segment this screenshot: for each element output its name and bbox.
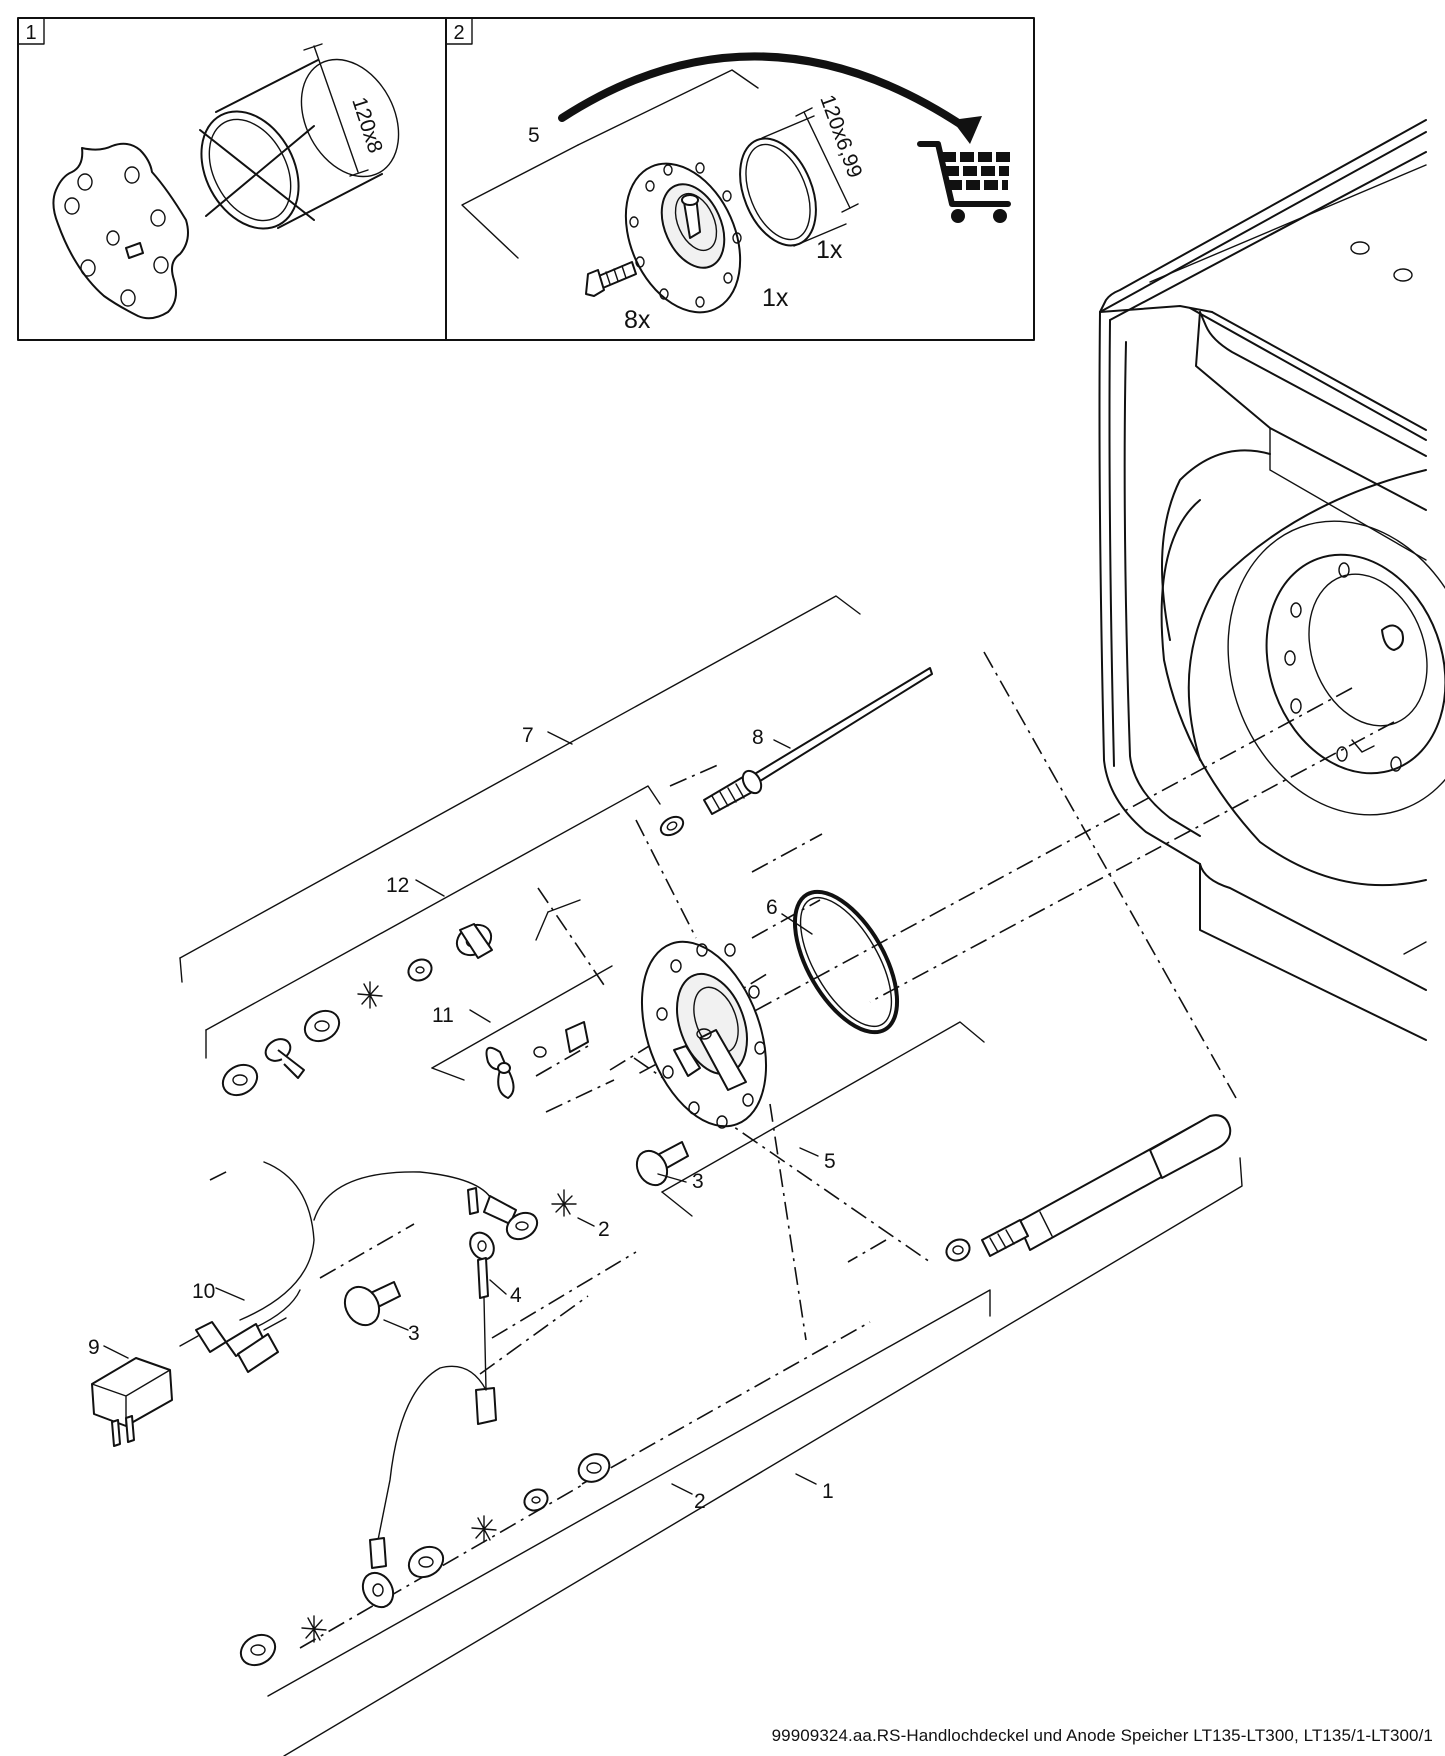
callout-4: 4 bbox=[510, 1284, 522, 1307]
panel-2: 2 5 bbox=[445, 17, 1035, 341]
assembly-centerlines bbox=[209, 651, 1395, 1649]
storage-tank bbox=[1098, 119, 1445, 1041]
new-gasket-drawing bbox=[739, 115, 847, 247]
new-flange-drawing bbox=[624, 162, 742, 314]
anode-rod-8 bbox=[659, 667, 933, 837]
callout-7: 7 bbox=[522, 724, 534, 747]
callout-leaders bbox=[103, 731, 819, 1495]
new-bolt-drawing bbox=[585, 261, 637, 297]
old-flange-drawing bbox=[52, 142, 189, 320]
lock-washer-2-upper bbox=[551, 1189, 577, 1217]
bolt-3-lower bbox=[343, 1281, 401, 1327]
hand-hole-flange-5 bbox=[640, 940, 768, 1129]
callout-8: 8 bbox=[752, 726, 764, 749]
callout-brackets bbox=[179, 595, 1243, 1756]
callout-6: 6 bbox=[766, 896, 778, 919]
old-gasket-dimension: 120x8 bbox=[347, 94, 387, 156]
dimension-line-120x8: 120x8 bbox=[303, 43, 387, 177]
qty-ring: 1x bbox=[816, 236, 843, 264]
qty-flange: 1x bbox=[762, 284, 789, 312]
anode-nut-11 bbox=[485, 1021, 589, 1099]
callout-10: 10 bbox=[192, 1280, 215, 1303]
callout-2-upper: 2 bbox=[598, 1218, 610, 1241]
panel-1-number: 1 bbox=[25, 22, 36, 44]
callout-2-lower: 2 bbox=[694, 1490, 706, 1513]
anode-1 bbox=[945, 1114, 1232, 1262]
drawing-reference-caption: 99909324.aa.RS-Handlochdeckel und Anode … bbox=[771, 1726, 1433, 1745]
cart-icon bbox=[917, 141, 1011, 223]
arrow-icon bbox=[558, 52, 970, 132]
potentiostat-9 bbox=[91, 1357, 173, 1447]
anode-fixing-kit-2-lower bbox=[239, 1453, 611, 1667]
callout-12: 12 bbox=[386, 874, 409, 897]
new-gasket-dimension: 120x6,99 bbox=[815, 92, 866, 181]
callout-3-upper: 3 bbox=[692, 1170, 704, 1193]
qty-bolts: 8x bbox=[624, 306, 651, 334]
panel-2-part-label: 5 bbox=[528, 124, 540, 147]
old-gasket-drawing bbox=[199, 58, 400, 230]
bolt-3-upper bbox=[635, 1141, 689, 1187]
cable-harness-10 bbox=[179, 1161, 539, 1373]
panel-2-number: 2 bbox=[453, 22, 464, 44]
gasket-6 bbox=[792, 889, 900, 1035]
earth-cable-4 bbox=[361, 1231, 497, 1609]
panel-1: 1 120x8 bbox=[17, 17, 447, 341]
callout-1: 1 bbox=[822, 1480, 834, 1503]
callout-11: 11 bbox=[432, 1004, 454, 1027]
anode-fixing-kit-12 bbox=[221, 923, 493, 1097]
callout-9: 9 bbox=[88, 1336, 100, 1359]
callout-3-lower: 3 bbox=[408, 1322, 420, 1345]
callout-5: 5 bbox=[824, 1150, 836, 1173]
